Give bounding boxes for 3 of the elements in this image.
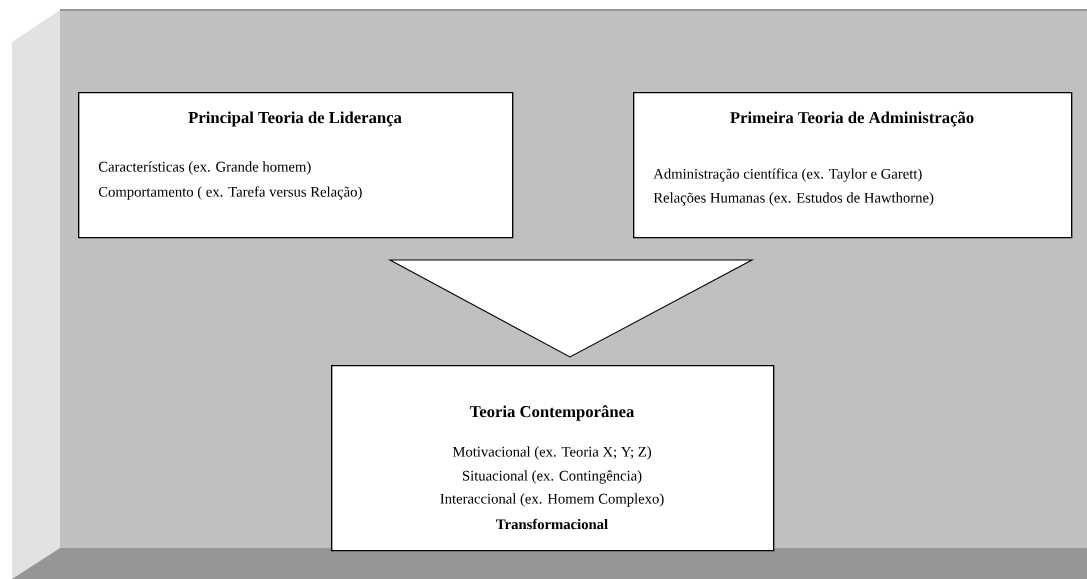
text-box: Teoria Contemporânea Motivacional (ex. Teoria X; Y; Z) Situacional (ex. Contingência) Interaccional (ex. Homem Complexo) Transformacional	[331, 365, 775, 552]
text-box: Primeira Teoria de Administração Administração científica (ex. Taylor e Garett) Relações Humanas (ex. Estudos de Hawthorne)	[633, 92, 1073, 239]
text-box: Principal Teoria de Liderança Características (ex. Grande homem) Comportamento ( ex. Tarefa versus Relação)	[78, 92, 514, 239]
